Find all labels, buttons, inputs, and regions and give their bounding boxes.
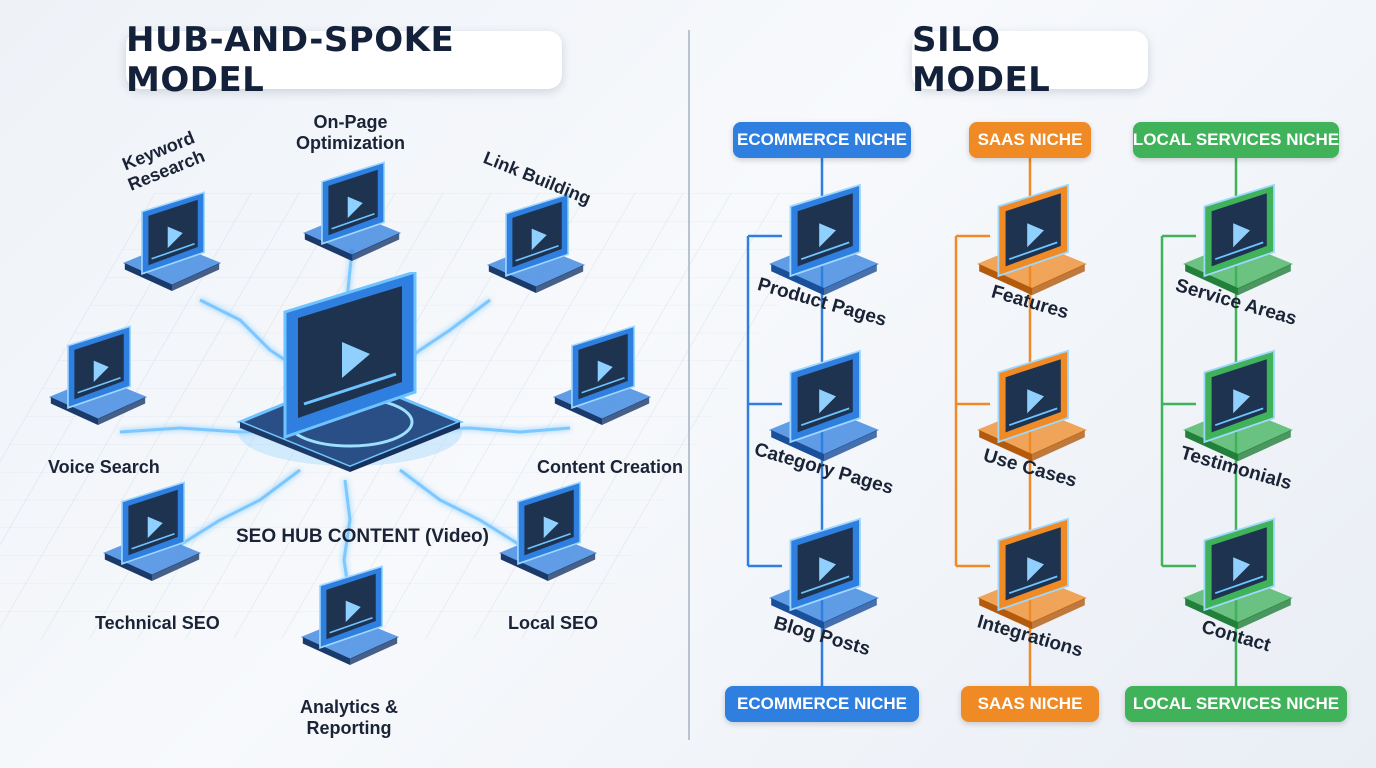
spoke-line-technical (179, 468, 301, 547)
silo-node[interactable] (764, 346, 884, 478)
silo-node[interactable] (972, 514, 1092, 646)
model-divider (688, 30, 690, 740)
niche-bottom-pill[interactable]: SAAS NICHE (961, 686, 1099, 722)
video-play-icon (347, 196, 363, 219)
silo-node[interactable] (1178, 180, 1298, 312)
video-play-icon (1233, 557, 1250, 582)
video-play-icon (147, 516, 163, 539)
spoke-label-voice: Voice Search (48, 457, 160, 477)
spoke-node-voice[interactable] (44, 322, 152, 440)
video-play-icon (819, 557, 836, 582)
video-play-icon (819, 223, 836, 248)
spoke-node-content[interactable] (548, 322, 656, 440)
hub-center-node[interactable] (230, 272, 470, 472)
silo-title: SILO MODEL (912, 20, 1148, 100)
spoke-node-keyword[interactable] (118, 188, 226, 306)
niche-top-pill[interactable]: SAAS NICHE (969, 122, 1091, 158)
video-play-icon (93, 360, 109, 383)
spoke-label-technical: Technical SEO (95, 613, 220, 633)
spoke-node-technical[interactable] (98, 478, 206, 596)
spoke-label-content: Content Creation (537, 457, 683, 477)
spoke-line-local (399, 468, 521, 547)
spoke-label-analytics: Analytics & Reporting (300, 697, 399, 738)
spoke-node-link[interactable] (482, 190, 590, 308)
spoke-node-local[interactable] (494, 478, 602, 596)
video-play-icon (819, 389, 836, 414)
silo-node[interactable] (1178, 346, 1298, 478)
video-play-icon (597, 360, 613, 383)
niche-top-pill[interactable]: LOCAL SERVICES NICHE (1133, 122, 1339, 158)
silo-node[interactable] (764, 514, 884, 646)
video-play-icon (342, 342, 370, 378)
video-play-icon (543, 516, 559, 539)
niche-top-pill[interactable]: ECOMMERCE NICHE (733, 122, 911, 158)
silo-node[interactable] (1178, 514, 1298, 646)
video-play-icon (345, 600, 361, 623)
silo-node[interactable] (972, 346, 1092, 478)
video-play-icon (167, 226, 183, 249)
hub-center-label: SEO HUB CONTENT (Video) (236, 526, 489, 547)
silo-node[interactable] (764, 180, 884, 312)
spoke-node-analytics[interactable] (296, 562, 404, 680)
video-play-icon (1027, 389, 1044, 414)
video-play-icon (1233, 223, 1250, 248)
video-play-icon (531, 228, 547, 251)
niche-bottom-pill[interactable]: ECOMMERCE NICHE (725, 686, 919, 722)
niche-bottom-pill[interactable]: LOCAL SERVICES NICHE (1125, 686, 1347, 722)
spoke-node-onpage[interactable] (298, 158, 406, 276)
spoke-label-onpage: On-Page Optimization (296, 112, 405, 153)
spoke-label-local: Local SEO (508, 613, 599, 633)
silo-node[interactable] (972, 180, 1092, 312)
video-play-icon (1233, 389, 1250, 414)
video-play-icon (1027, 557, 1044, 582)
video-play-icon (1027, 223, 1044, 248)
